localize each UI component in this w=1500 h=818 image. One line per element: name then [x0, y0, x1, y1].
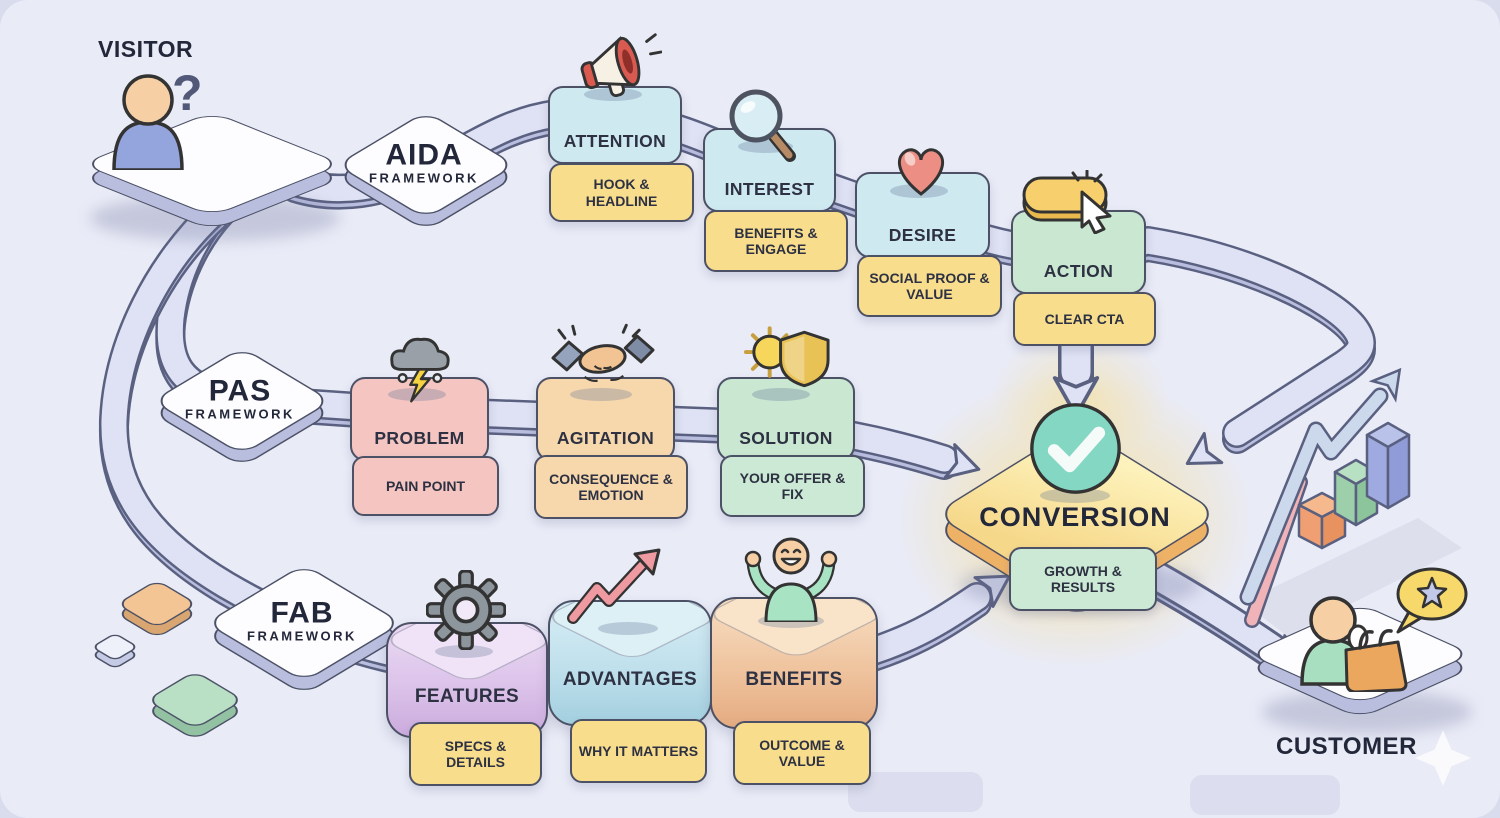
fab-name: FAB — [270, 596, 334, 630]
heart-icon — [886, 138, 956, 205]
gear-icon — [425, 569, 507, 655]
action-card: ACTION — [1011, 210, 1146, 294]
features-tag: SPECS & DETAILS — [409, 722, 542, 786]
sun-shield-icon — [740, 324, 834, 395]
pas-sub: FRAMEWORK — [185, 406, 295, 422]
conversion-tag: GROWTH & RESULTS — [1009, 547, 1157, 611]
magnifier-icon — [726, 86, 798, 171]
interest-card: INTEREST — [703, 128, 836, 212]
action-tag: CLEAR CTA — [1013, 292, 1156, 346]
attention-card: ATTENTION — [548, 86, 682, 164]
problem-tag: PAIN POINT — [352, 456, 499, 516]
benefits-tag: OUTCOME & VALUE — [733, 721, 871, 785]
interest-tag: BENEFITS & ENGAGE — [704, 210, 848, 272]
customer-label: CUSTOMER — [1276, 733, 1417, 760]
aida-name: AIDA — [385, 138, 463, 172]
solution-tag: YOUR OFFER & FIX — [720, 455, 865, 517]
star-speech-bubble-icon — [1388, 566, 1470, 645]
growth-chart-icon — [1239, 359, 1462, 636]
attention-tag: HOOK & HEADLINE — [549, 163, 694, 222]
question-mark-icon: ? — [172, 65, 203, 121]
storm-cloud-icon — [380, 326, 458, 413]
agitation-tag: CONSEQUENCE & EMOTION — [534, 455, 688, 519]
cta-button-cursor-icon — [1020, 169, 1128, 239]
megaphone-icon — [566, 28, 663, 105]
aida-sub: FRAMEWORK — [369, 170, 479, 186]
cheering-person-icon — [736, 532, 846, 627]
check-circle-icon — [1027, 400, 1124, 502]
conversion-label: CONVERSION — [979, 502, 1171, 532]
handshake-icon — [551, 322, 655, 391]
advantages-tag: WHY IT MATTERS — [570, 719, 707, 783]
person-with-shopping-bag-icon — [1288, 580, 1418, 697]
fab-sub: FRAMEWORK — [247, 628, 357, 644]
sparkle-icon — [1415, 730, 1471, 791]
ghost-shape — [1190, 775, 1340, 815]
arrow-into-conversion-top — [1177, 431, 1224, 480]
rising-arrow-icon — [565, 548, 671, 631]
visitor-label: VISITOR — [98, 36, 194, 62]
pas-name: PAS — [208, 374, 272, 408]
desire-tag: SOCIAL PROOF & VALUE — [857, 255, 1002, 317]
person-icon — [102, 72, 194, 175]
ghost-shape — [848, 772, 983, 812]
